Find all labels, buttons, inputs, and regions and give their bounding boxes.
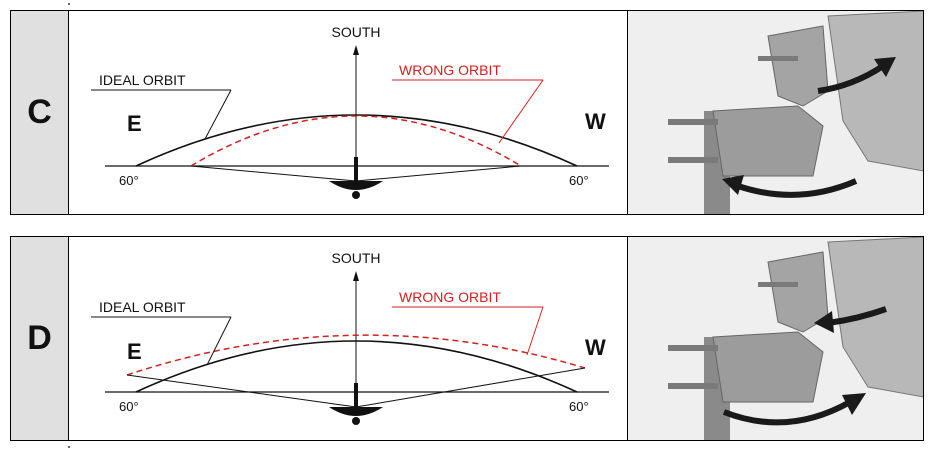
ideal-orbit-label: IDEAL ORBIT xyxy=(99,72,186,88)
right-sight-line xyxy=(355,367,586,408)
dish-mast xyxy=(354,157,358,189)
panel-c-letter: C xyxy=(27,93,52,131)
panel-d-letter: D xyxy=(27,319,52,357)
left-sight-line xyxy=(190,165,357,182)
south-label: SOUTH xyxy=(332,250,381,266)
rotate-arrow-lower-head xyxy=(842,393,866,415)
panel-c-orbit-diagram: SOUTH IDEAL ORBIT WRONG ORBIT E W 60° xyxy=(69,11,627,214)
top-tick-mark xyxy=(68,3,70,5)
bolt-3 xyxy=(758,56,798,61)
panel-c-letter-box: C xyxy=(11,11,69,214)
panel-d: D SOUTH IDEAL ORBIT WRONG ORBIT xyxy=(10,236,924,441)
lower-bracket xyxy=(712,105,824,177)
panel-c-orbit-svg: SOUTH IDEAL ORBIT WRONG ORBIT E W 60° xyxy=(91,24,609,199)
wrong-orbit-arc xyxy=(126,334,586,376)
south-label: SOUTH xyxy=(332,24,381,40)
ideal-leader-d xyxy=(206,316,232,366)
dish-back-shape xyxy=(827,237,923,398)
bolt-1 xyxy=(668,119,718,125)
bottom-tick-mark xyxy=(68,446,70,448)
mount-photo-illustration xyxy=(628,237,923,440)
panel-d-letter-box: D xyxy=(11,237,69,440)
dish-back-shape xyxy=(827,11,923,172)
south-arrow-head xyxy=(353,271,359,281)
dish-mast xyxy=(354,383,358,415)
east-label: E xyxy=(127,111,142,136)
wrong-orbit-label: WRONG ORBIT xyxy=(399,62,501,78)
ideal-leader-d xyxy=(204,89,232,140)
bolt-2 xyxy=(668,157,718,163)
left-sight-line xyxy=(126,374,357,408)
dish-base xyxy=(352,191,360,199)
rotate-arrow-lower-shaft xyxy=(722,399,852,426)
west-label: W xyxy=(585,109,606,134)
left-angle-label: 60° xyxy=(119,399,139,414)
lower-bracket xyxy=(712,331,824,403)
rotate-arrow-upper-head xyxy=(874,57,896,77)
wrong-leader-d xyxy=(526,306,544,356)
west-label: W xyxy=(585,335,606,360)
panel-d-orbit-svg: SOUTH IDEAL ORBIT WRONG ORBIT E W 60° 60… xyxy=(91,250,609,425)
right-sight-line xyxy=(355,165,522,182)
bolt-3 xyxy=(758,282,798,287)
bolt-2 xyxy=(668,383,718,389)
ideal-orbit-arc xyxy=(135,340,578,393)
bolt-1 xyxy=(668,345,718,351)
rotate-arrow-upper-shaft xyxy=(817,63,885,94)
mount-photo-illustration xyxy=(628,11,923,214)
wrong-orbit-label: WRONG ORBIT xyxy=(399,289,501,305)
ideal-orbit-label: IDEAL ORBIT xyxy=(99,299,186,315)
right-angle-label: 60° xyxy=(569,173,589,188)
panel-c-mount-photo xyxy=(627,11,923,214)
south-arrow-head xyxy=(353,45,359,55)
upper-bracket xyxy=(767,25,829,107)
upper-bracket xyxy=(767,251,829,333)
rotate-arrow-upper-head xyxy=(814,311,834,333)
panel-d-mount-photo xyxy=(627,237,923,440)
wrong-orbit-arc xyxy=(190,115,522,167)
panel-c: C SOUTH IDEAL ORBIT xyxy=(10,10,924,215)
rotate-arrow-lower-shaft xyxy=(737,178,858,198)
east-label: E xyxy=(127,339,142,364)
left-angle-label: 60° xyxy=(119,173,139,188)
wrong-leader-d xyxy=(498,79,544,144)
right-angle-label: 60° xyxy=(569,399,589,414)
panel-d-orbit-diagram: SOUTH IDEAL ORBIT WRONG ORBIT E W 60° 60… xyxy=(69,237,627,440)
rotate-arrow-lower-head xyxy=(722,175,744,195)
dish-base xyxy=(352,417,360,425)
ideal-orbit-arc xyxy=(135,114,578,167)
